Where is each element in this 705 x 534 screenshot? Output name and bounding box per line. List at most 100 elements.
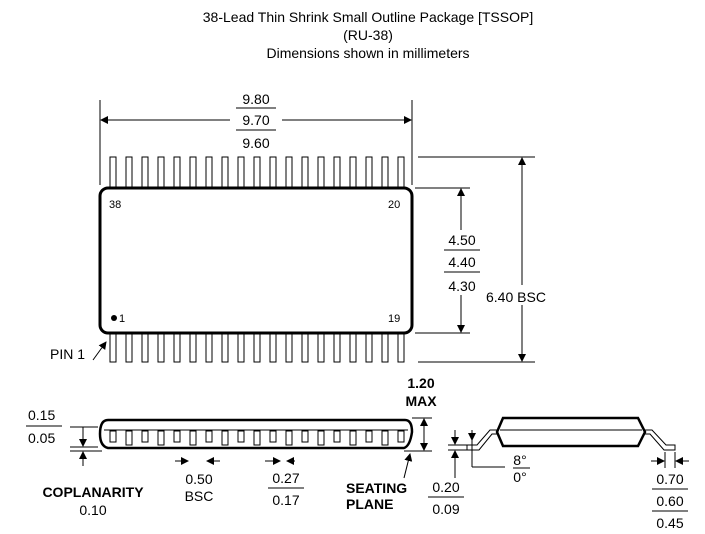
right-gull-wing-lead [645, 429, 676, 451]
lead [157, 332, 165, 363]
standoff-min: 0.05 [28, 430, 55, 446]
lead [205, 156, 213, 189]
lead [269, 332, 277, 363]
lead [349, 430, 357, 446]
lead [397, 332, 405, 363]
lead [189, 332, 197, 363]
lead [285, 332, 293, 363]
package-body-top-view [98, 186, 414, 335]
lead [237, 332, 245, 363]
lead [141, 430, 149, 443]
lead [333, 156, 341, 189]
lead [381, 332, 389, 363]
lead [157, 430, 165, 446]
lead [221, 156, 229, 189]
height-max: MAX [405, 393, 437, 409]
lead [397, 430, 405, 443]
lead [189, 156, 197, 189]
lead [317, 430, 325, 446]
lead [381, 430, 389, 446]
lead [317, 156, 325, 189]
lead [109, 430, 117, 443]
lead [205, 430, 213, 443]
lead-width-max: 0.27 [272, 470, 299, 486]
left-gull-wing-lead [466, 429, 497, 451]
body-width-nom: 4.40 [448, 254, 475, 270]
lead [205, 332, 213, 363]
lead [365, 156, 373, 189]
pin-20-label: 20 [388, 199, 400, 211]
top-leads [109, 156, 405, 189]
lead [269, 156, 277, 189]
lead [189, 430, 197, 446]
package-body-side-view [98, 418, 414, 450]
lead [253, 156, 261, 189]
lead [109, 332, 117, 363]
lead [125, 430, 133, 446]
angle-max: 8° [513, 452, 526, 468]
lead [157, 156, 165, 189]
seating-plane-label-1: SEATING [346, 480, 407, 496]
seating-plane-label-2: PLANE [346, 496, 393, 512]
lead [333, 430, 341, 443]
overall-width: 6.40 BSC [486, 289, 546, 305]
lead [301, 430, 309, 443]
coplanarity-label: COPLANARITY [42, 484, 144, 500]
body-width-min: 4.30 [448, 278, 475, 294]
pitch-value: 0.50 [185, 471, 212, 487]
pin-38-label: 38 [109, 199, 121, 211]
pin-1-label: 1 [119, 313, 125, 325]
lead [301, 332, 309, 363]
length-min: 9.60 [242, 135, 269, 151]
lead [125, 332, 133, 363]
standoff-max: 0.15 [28, 407, 55, 423]
title-line3: Dimensions shown in millimeters [266, 45, 469, 61]
lead [237, 430, 245, 443]
lead [365, 332, 373, 363]
side-leads [109, 430, 405, 446]
lead [301, 156, 309, 189]
foot-length-min: 0.45 [656, 515, 683, 531]
coplanarity-value: 0.10 [79, 502, 106, 518]
lead [173, 156, 181, 189]
lead [173, 332, 181, 363]
lead [285, 430, 293, 446]
title-line1: 38-Lead Thin Shrink Small Outline Packag… [203, 9, 533, 25]
lead [397, 156, 405, 189]
body-width-max: 4.50 [448, 232, 475, 248]
title-line2: (RU-38) [343, 27, 393, 43]
lead [333, 332, 341, 363]
pin1-label: PIN 1 [50, 346, 85, 362]
package-body-end-view [495, 416, 647, 448]
lead [381, 156, 389, 189]
pin1-dot-icon [111, 315, 117, 321]
lead [141, 332, 149, 363]
height-value: 1.20 [407, 375, 434, 391]
bottom-leads [109, 332, 405, 363]
lead [253, 332, 261, 363]
lead [317, 332, 325, 363]
lead [221, 430, 229, 446]
lead-thickness-min: 0.09 [432, 501, 459, 517]
foot-length-nom: 0.60 [656, 493, 683, 509]
lead [141, 156, 149, 189]
lead [269, 430, 277, 443]
lead [173, 430, 181, 443]
pin-19-label: 19 [388, 313, 400, 325]
lead [109, 156, 117, 189]
lead-width-min: 0.17 [272, 492, 299, 508]
lead-thickness-max: 0.20 [432, 479, 459, 495]
lead [285, 156, 293, 189]
lead [221, 332, 229, 363]
length-max: 9.80 [242, 91, 269, 107]
angle-min: 0° [513, 469, 526, 485]
lead [253, 430, 261, 446]
pitch-bsc: BSC [185, 488, 214, 504]
lead [349, 156, 357, 189]
foot-length-max: 0.70 [656, 471, 683, 487]
lead [365, 430, 373, 443]
lead [125, 156, 133, 189]
lead [349, 332, 357, 363]
length-nom: 9.70 [242, 112, 269, 128]
